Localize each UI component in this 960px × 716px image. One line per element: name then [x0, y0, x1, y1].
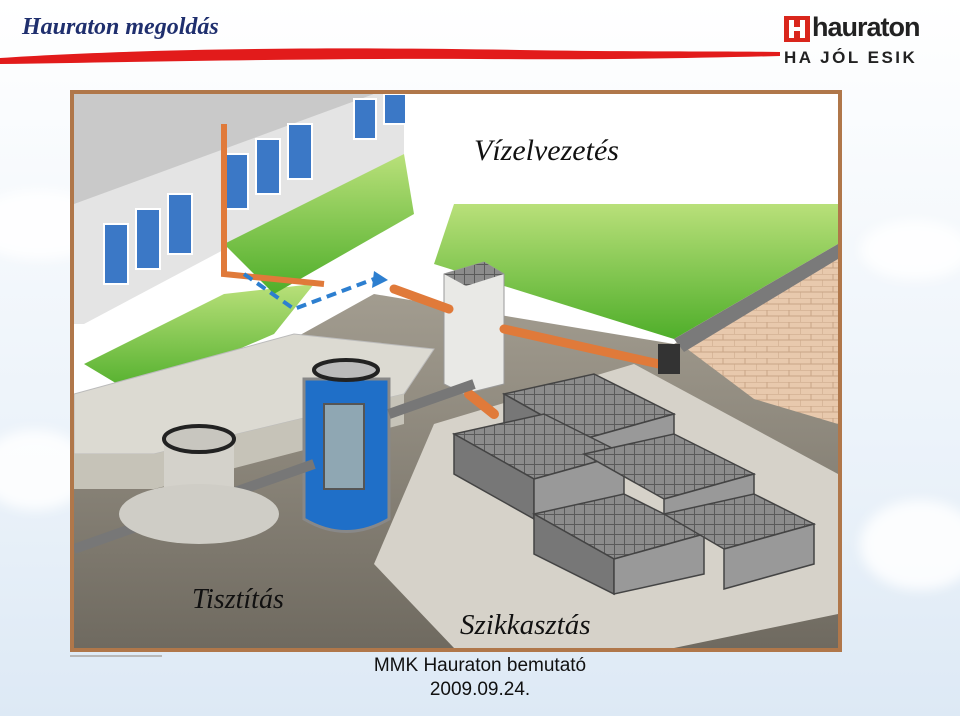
orange-pipe — [499, 324, 664, 369]
drainage-illustration — [74, 94, 838, 648]
infiltration-crates — [451, 373, 817, 596]
shaft-grate — [444, 262, 504, 286]
tank-filter — [323, 403, 365, 490]
footer: MMK Hauraton bemutató 2009.09.24. — [300, 654, 660, 702]
brand-logo: hauraton HA JÓL ESIK — [782, 12, 948, 72]
label-water-drainage: Vízelvezetés — [474, 134, 619, 167]
slide-title: Hauraton megoldás — [22, 14, 219, 40]
flow-arrow — [242, 272, 375, 312]
footer-date: 2009.09.24. — [429, 679, 531, 700]
hauraton-mark-icon — [784, 16, 810, 42]
footer-presentation: MMK Hauraton bemutató — [373, 655, 587, 676]
tank-lid — [312, 358, 380, 382]
divider-line — [70, 655, 162, 657]
building-windows — [103, 94, 407, 285]
orange-pipe — [389, 284, 454, 314]
lawn — [434, 204, 838, 339]
orange-pipe — [464, 389, 499, 419]
lawn-middle — [224, 154, 414, 294]
illustration-frame: Vízelvezetés Tisztítás Szikkasztás — [70, 90, 842, 652]
label-cleaning: Tisztítás — [192, 584, 284, 615]
flow-arrowhead — [372, 271, 388, 288]
brick-pavement — [674, 244, 838, 424]
background-cloud — [860, 220, 960, 280]
drain-channel — [658, 344, 680, 374]
brand-slogan: HA JÓL ESIK — [784, 48, 918, 67]
lawn-left — [84, 284, 314, 394]
orange-pipe — [221, 124, 325, 287]
brand-name: hauraton — [812, 12, 921, 42]
red-brush-stroke — [0, 48, 780, 64]
manhole-base — [119, 484, 279, 544]
manhole-top — [162, 424, 236, 454]
curb — [674, 244, 838, 352]
grey-pipe — [387, 379, 476, 419]
label-infiltration: Szikkasztás — [460, 609, 591, 641]
background-cloud — [860, 500, 960, 590]
